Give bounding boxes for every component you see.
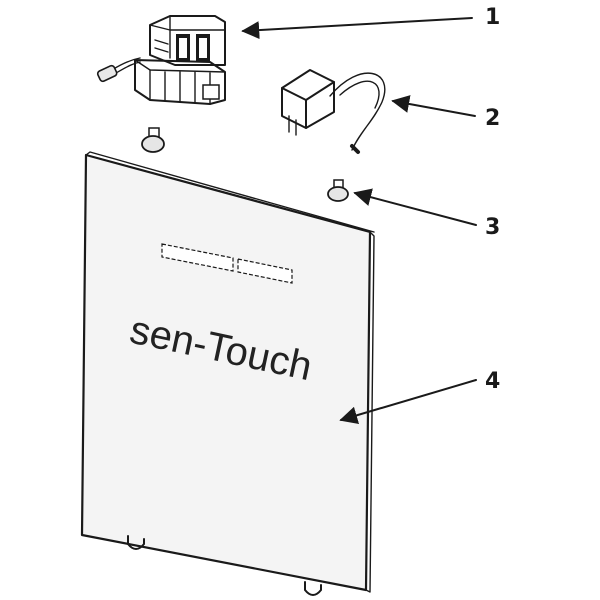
callout-arrow-4: [339, 379, 477, 425]
callout-arrow-3: [353, 188, 477, 226]
callout-number-4: 4: [485, 369, 500, 394]
callout-number-2: 2: [485, 106, 500, 131]
mounting-screw-left: [141, 127, 165, 153]
power-adapter-part: [281, 69, 386, 154]
callout-number-3: 3: [485, 215, 500, 240]
callout-arrows: [241, 17, 477, 425]
panel-feet: [127, 535, 322, 596]
control-unit-part: [96, 15, 226, 105]
callout-arrow-2: [391, 95, 476, 117]
touch-sensor-windows: [161, 243, 293, 284]
callout-arrow-1: [241, 17, 473, 40]
cover-panel-part: sen-Touch: [80, 151, 375, 596]
mounting-screw-right: [327, 179, 349, 202]
callout-number-1: 1: [485, 5, 500, 30]
